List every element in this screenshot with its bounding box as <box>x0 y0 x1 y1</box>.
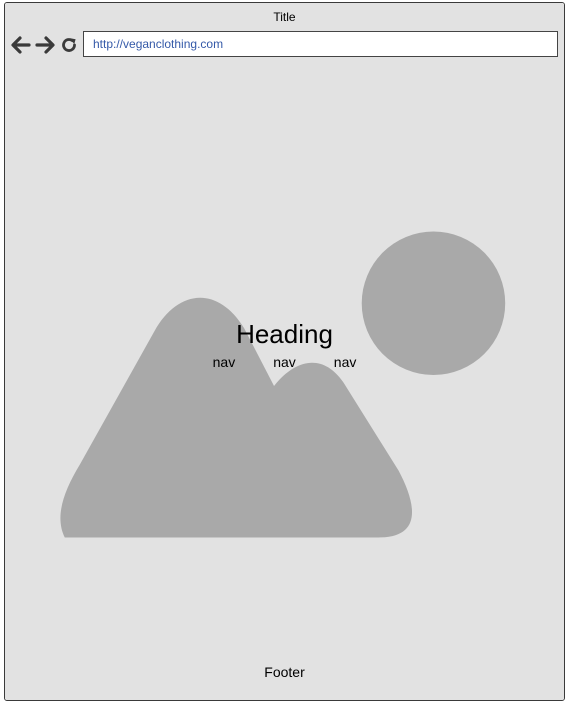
nav-link[interactable]: nav <box>212 354 236 370</box>
browser-window: Title http://veganclothing.com <box>4 2 565 701</box>
back-button[interactable] <box>10 34 32 56</box>
nav-link[interactable]: nav <box>273 354 296 370</box>
page-footer: Footer <box>264 664 305 680</box>
url-text: http://veganclothing.com <box>93 37 224 51</box>
window-title: Title <box>273 10 296 24</box>
address-bar[interactable]: http://veganclothing.com <box>83 31 558 57</box>
image-placeholder-icon <box>60 231 506 538</box>
nav-menu: nav nav nav <box>5 354 564 370</box>
sun-shape <box>361 231 506 376</box>
arrow-right-icon <box>35 36 55 54</box>
arrow-left-icon <box>11 36 31 54</box>
forward-button[interactable] <box>34 34 56 56</box>
mountains-shape <box>60 297 413 538</box>
reload-icon <box>62 38 76 52</box>
reload-button[interactable] <box>58 34 80 56</box>
nav-link[interactable]: nav <box>333 354 357 370</box>
page-heading: Heading <box>236 319 333 349</box>
browser-titlebar: Title http://veganclothing.com <box>5 3 564 63</box>
page-content: Heading nav nav nav Footer <box>5 63 564 700</box>
